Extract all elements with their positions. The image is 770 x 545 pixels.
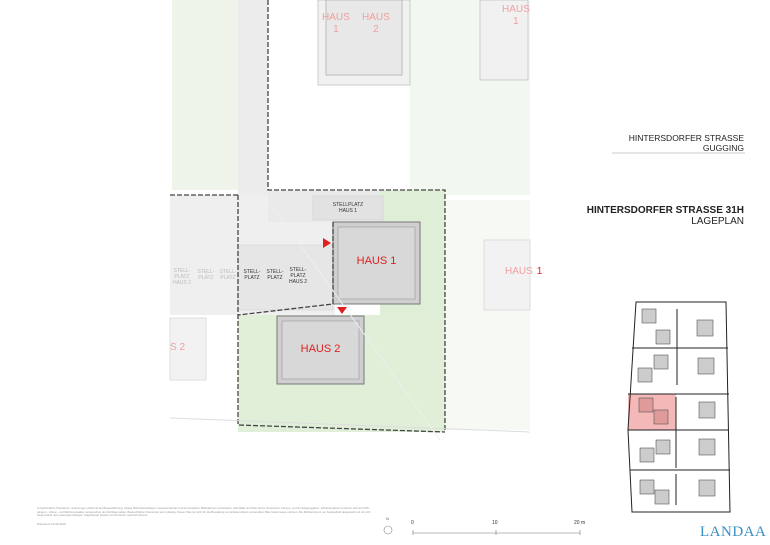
parking-label: STELL- PLATZ <box>219 269 237 281</box>
haus1-label: HAUS 1 <box>356 255 397 267</box>
scale-label-20: 20 m <box>574 520 586 526</box>
neighbor-left-label: S 2 <box>170 342 186 353</box>
plan-date: Planstand 22.06.2022 <box>37 522 67 526</box>
landaa-logo: LANDAA <box>700 524 767 540</box>
scale-label-0: 0 <box>411 520 414 526</box>
scale-label-10: 10 <box>492 520 498 526</box>
overview-map <box>627 301 731 513</box>
parking-label: STELL- PLATZ <box>243 269 261 281</box>
north-label: N <box>386 516 389 521</box>
stellplatz-haus1-label: STELLPLATZ HAUS 1 <box>332 202 364 214</box>
parking-label: STELL- PLATZ <box>266 269 284 281</box>
parking-label: STELL- PLATZ HAUS 2 <box>172 268 192 286</box>
parking-label: STELL- PLATZ HAUS 2 <box>288 267 308 285</box>
haus2-label: HAUS 2 <box>300 343 341 355</box>
disclaimer-text: Unverbindliche Planskizze. Änderungen wä… <box>37 506 371 518</box>
parking-label: STELL- PLATZ <box>197 269 215 281</box>
north-arrow-icon <box>383 525 393 535</box>
